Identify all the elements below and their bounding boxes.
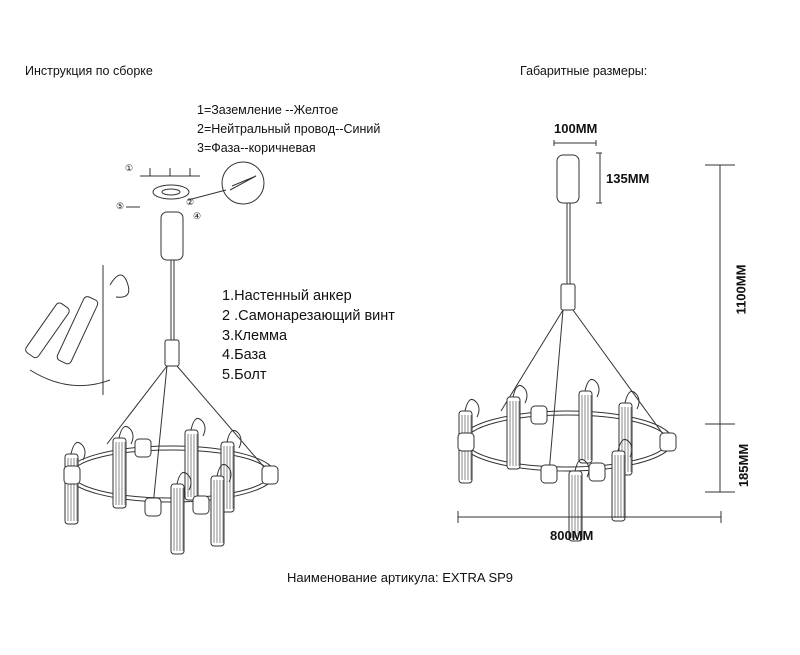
part-item: 4.База — [222, 347, 267, 364]
tube-cable — [216, 463, 232, 483]
assembly-view-cable — [176, 365, 271, 475]
dim-canopy-width — [553, 140, 597, 146]
dim-height — [705, 164, 735, 493]
tube-cable — [118, 425, 134, 445]
side-view-arm — [102, 265, 130, 395]
side-view-tube — [56, 296, 99, 365]
dimension-view-cable — [500, 309, 564, 412]
assembly-view-cable — [106, 365, 168, 445]
part-item: 2 .Самонарезающий винт — [222, 307, 395, 324]
base-plate-inner — [161, 188, 181, 196]
assembly-view-holder — [261, 465, 279, 485]
assembly-view-hub — [164, 339, 180, 367]
parts-list: 1.Настенный анкер 2 .Самонарезающий винт… — [222, 287, 395, 386]
tube-cable — [226, 429, 242, 449]
rotation-arc — [29, 369, 111, 387]
article-name: Наименование артикула: EXTRA SP9 — [287, 570, 514, 585]
wiring-legend: 1=Заземление --Желтое 2=Нейтральный пров… — [197, 101, 380, 158]
dimensions-heading: Габаритные размеры: — [520, 64, 648, 78]
wall-anchor — [140, 168, 200, 177]
dimension-view-holder — [457, 432, 475, 452]
assembly-view-holder — [134, 438, 152, 458]
dimension-view-ring — [460, 410, 674, 472]
legend-line: 1=Заземление --Желтое — [197, 103, 339, 117]
assembly-view-holder — [192, 495, 210, 515]
dimension-view-ring — [465, 414, 669, 468]
assembly-heading: Инструкция по сборке — [25, 64, 153, 78]
part-item: 5.Болт — [222, 367, 267, 384]
total-height-label: 1100MM — [733, 264, 749, 315]
callout-4: ④ — [193, 211, 202, 221]
callout-2: ② — [186, 197, 195, 207]
dimension-view-holder — [530, 405, 548, 425]
tube-cable — [176, 471, 192, 491]
assembly-view-holder — [63, 465, 81, 485]
dimension-view-canopy — [556, 154, 580, 204]
dimension-view-holder — [659, 432, 677, 452]
assembly-view-holder — [144, 497, 162, 517]
tube-cable — [464, 398, 480, 418]
legend-line: 2=Нейтральный провод--Синий — [197, 122, 381, 136]
dimension-view-cable — [572, 309, 669, 442]
part-item: 1.Настенный анкер — [222, 288, 352, 304]
tube-cable — [190, 417, 206, 437]
tube-cable — [624, 390, 640, 410]
terminal-detail — [221, 161, 265, 205]
callout-5: ⑤ — [116, 201, 125, 211]
diameter-label: 800MM — [550, 528, 594, 543]
part-item: 3.Клемма — [222, 327, 288, 344]
dim-diameter — [457, 511, 722, 523]
dimension-view-holder — [540, 464, 558, 484]
base-plate — [152, 184, 190, 200]
tube-cable — [584, 378, 600, 398]
tube-cable — [617, 438, 633, 458]
dimension-view-holder — [588, 462, 606, 482]
canopy-height-label: 135MM — [606, 171, 650, 186]
terminal-wires — [187, 175, 257, 201]
canopy-width-label: 100MM — [554, 121, 598, 136]
side-view-tube — [25, 302, 70, 359]
tube-cable — [70, 441, 86, 461]
assembly-view-canopy — [160, 211, 184, 261]
dim-canopy-height — [596, 152, 602, 204]
fixture-height-label: 185MM — [736, 443, 752, 488]
tube-cable — [512, 384, 528, 404]
dimension-view-cable — [548, 309, 564, 474]
dimension-view-hub — [560, 283, 576, 311]
assembly-view-cable — [152, 365, 168, 507]
callout-1: ① — [125, 163, 134, 173]
legend-line: 3=Фаза--коричневая — [197, 141, 316, 155]
